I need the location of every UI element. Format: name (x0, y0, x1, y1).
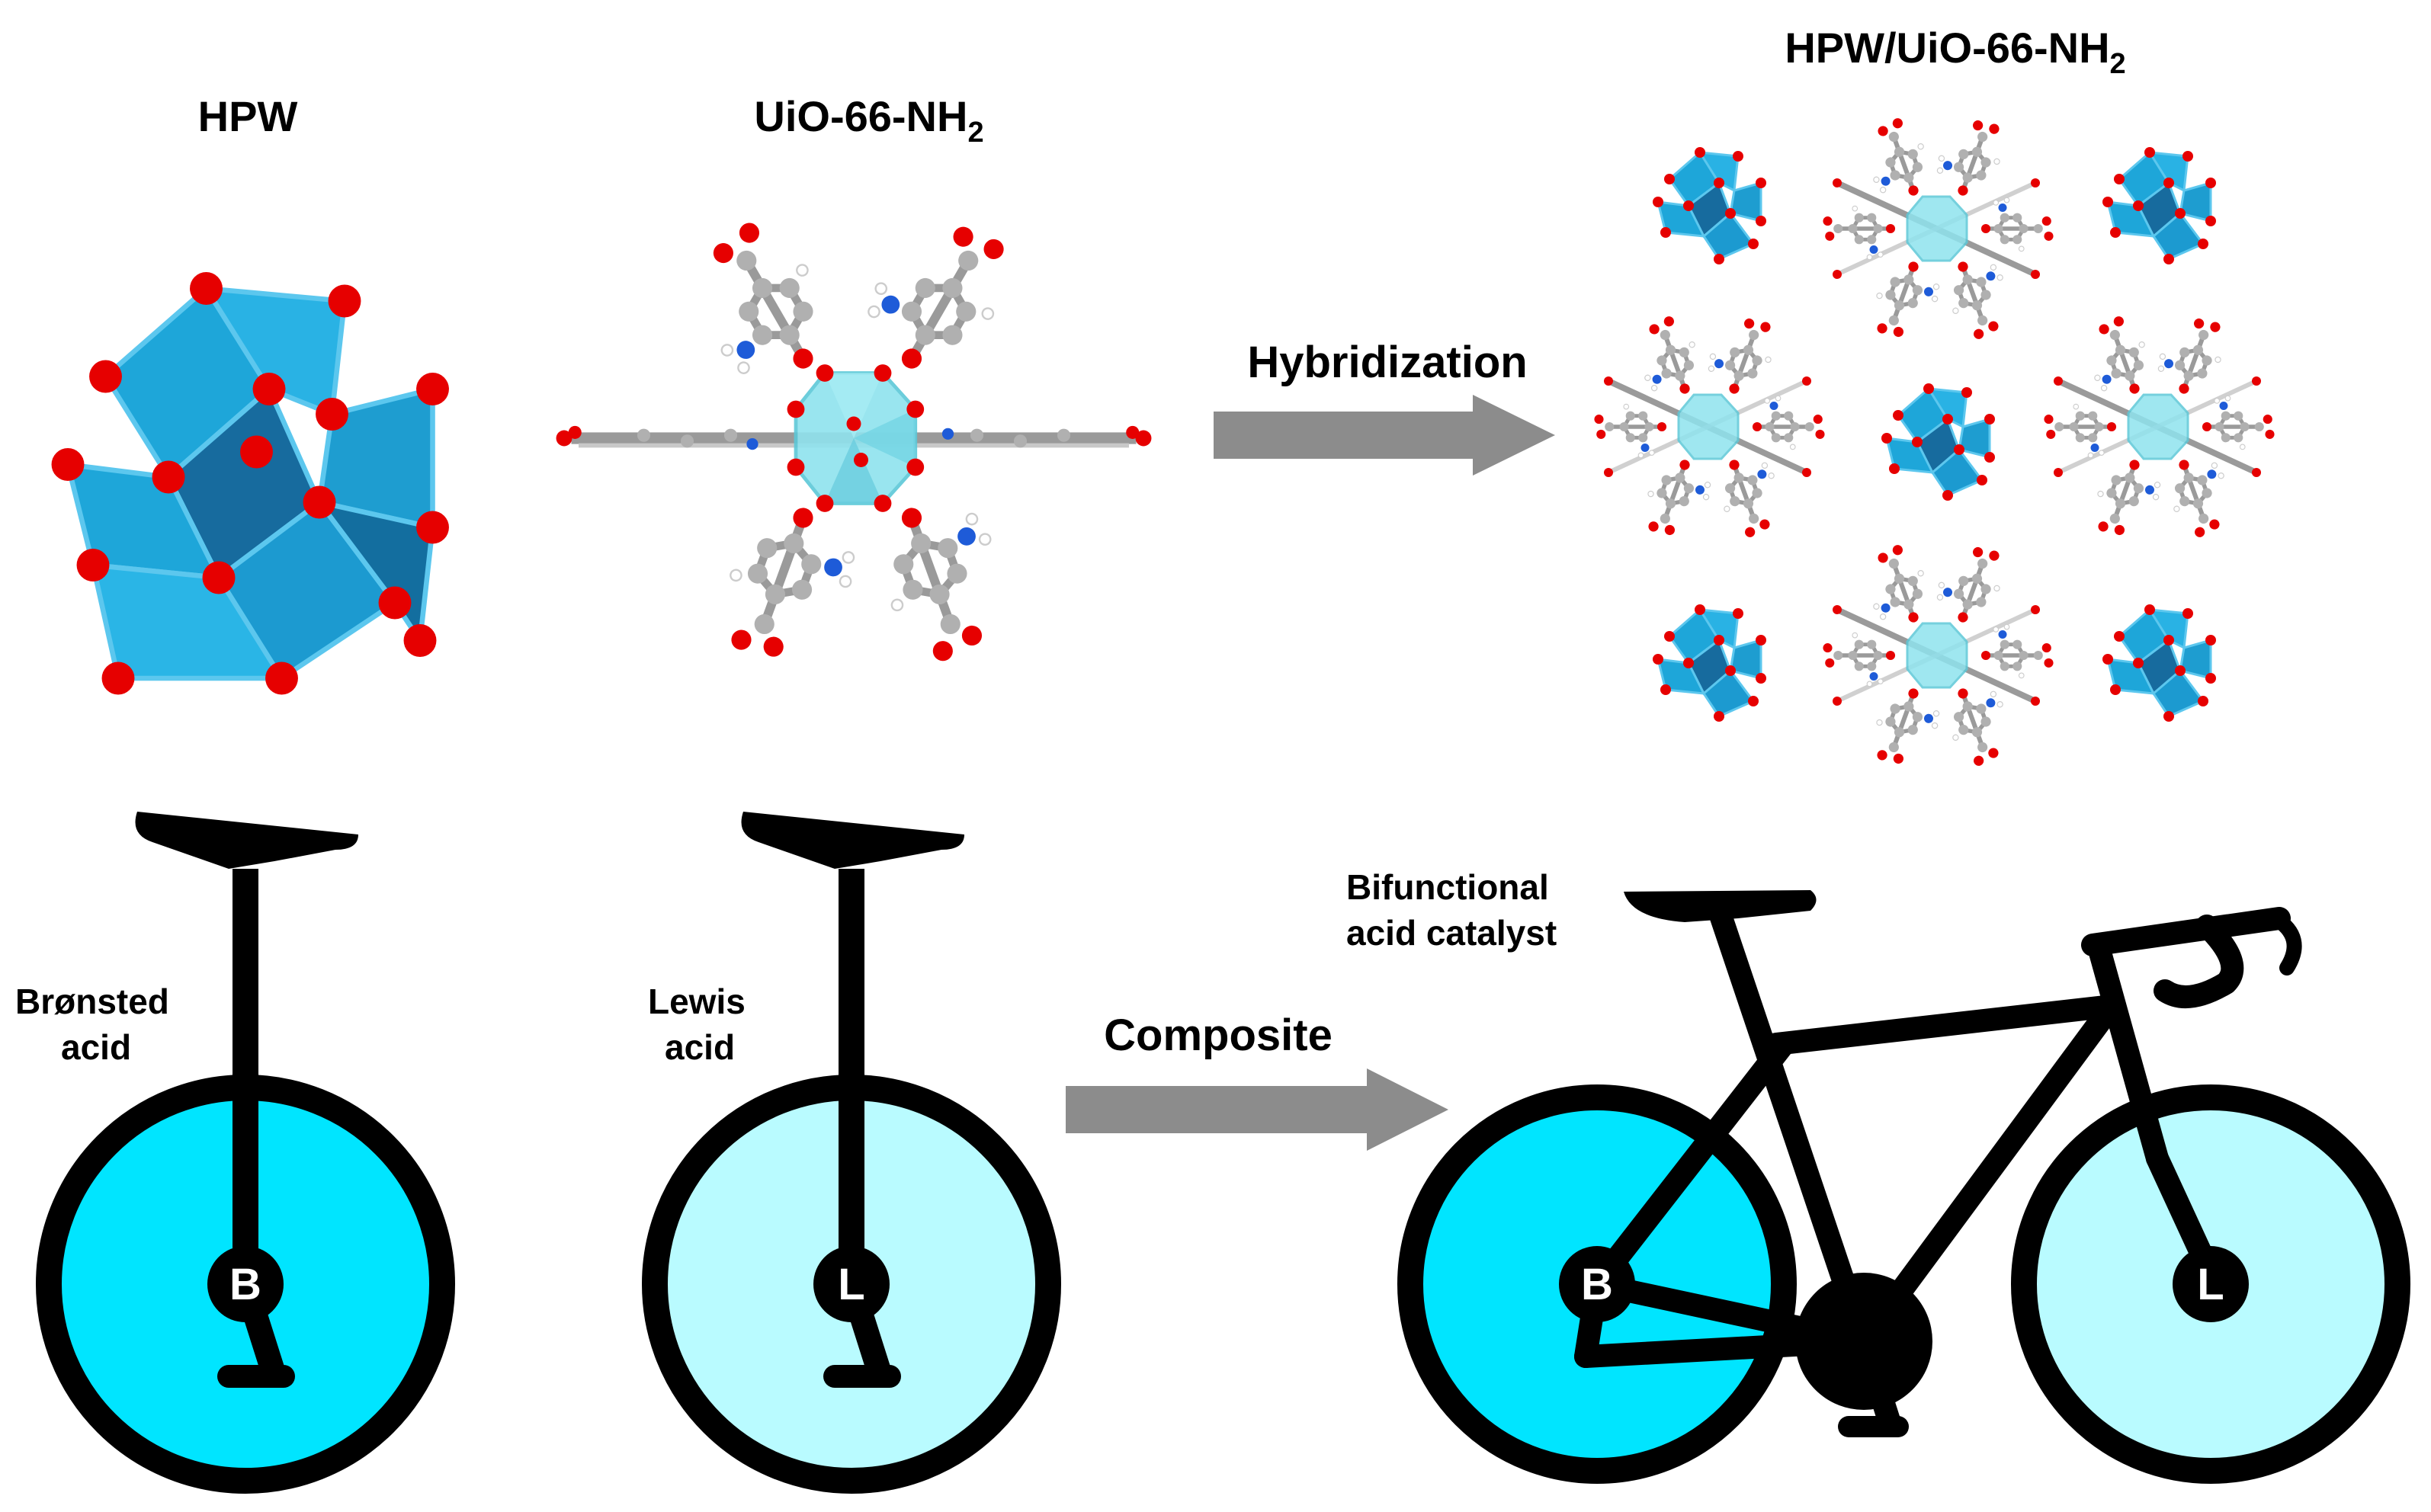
hybridization-label: Hybridization (1247, 338, 1527, 387)
bifunctional-label-line2: acid catalyst (1346, 913, 1557, 953)
bronsted-label-line2: acid (61, 1027, 131, 1067)
lewis-label-line2: acid (665, 1027, 735, 1067)
lewis-wheel-letter: L (838, 1260, 864, 1309)
mof-cluster-icon (556, 199, 1152, 678)
bicycle-icon (1397, 890, 2410, 1484)
bicycle-front-wheel-letter: L (2197, 1260, 2224, 1309)
composite-title-subscript: 2 (2110, 48, 2126, 80)
hybrid-lattice-icon (1594, 110, 2274, 774)
composite-arrow-icon (1066, 1068, 1448, 1151)
lewis-label-line1: Lewis (648, 982, 746, 1021)
bifunctional-label-line1: Bifunctional (1346, 867, 1549, 907)
keggin-polyhedron-icon (52, 272, 449, 694)
bronsted-label-line1: Brønsted (15, 982, 169, 1021)
composite-title-base: HPW/UiO-66-NH (1785, 24, 2109, 72)
uio-title-base: UiO-66-NH (754, 92, 967, 140)
bicycle-rear-wheel-letter: B (1581, 1260, 1613, 1309)
uio-title: UiO-66-NH2 (754, 92, 983, 149)
bronsted-unicycle-icon (36, 812, 455, 1494)
lewis-unicycle-icon (642, 812, 1061, 1494)
hybridization-arrow-icon (1214, 395, 1555, 476)
bronsted-wheel-letter: B (229, 1260, 261, 1309)
hpw-title: HPW (198, 92, 298, 140)
composite-title: HPW/UiO-66-NH2 (1785, 24, 2125, 80)
uio-title-subscript: 2 (967, 117, 983, 149)
composite-label: Composite (1104, 1011, 1333, 1060)
